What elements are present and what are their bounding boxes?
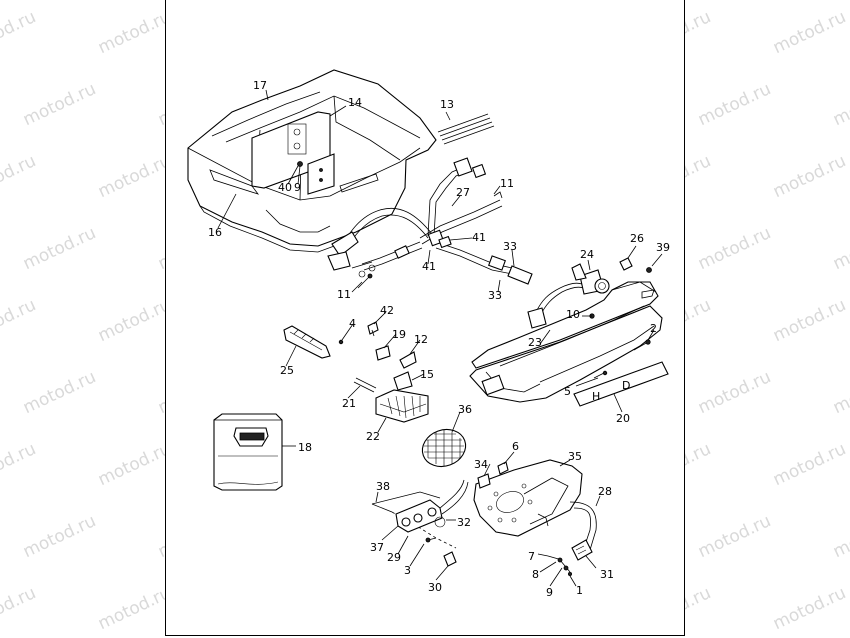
callout-9-lower: 9 bbox=[546, 586, 553, 599]
callout-12: 12 bbox=[414, 333, 428, 346]
callout-15: 15 bbox=[420, 368, 434, 381]
callout-11-upper: 11 bbox=[500, 177, 514, 190]
inner-panel-part bbox=[251, 111, 335, 195]
callout-30: 30 bbox=[428, 581, 442, 594]
callout-10: 10 bbox=[566, 308, 580, 321]
clip-12-part bbox=[399, 351, 417, 369]
callout-42: 42 bbox=[380, 304, 394, 317]
callout-32: 32 bbox=[457, 516, 471, 529]
callout-28: 28 bbox=[598, 485, 612, 498]
wiring-harness-part bbox=[327, 157, 533, 285]
screw-39-part bbox=[646, 267, 652, 273]
callout-26: 26 bbox=[630, 232, 644, 245]
callout-20: 20 bbox=[616, 412, 630, 425]
strip-21-part bbox=[353, 377, 377, 393]
callout-7: 7 bbox=[528, 550, 535, 563]
callout-41-lower: 41 bbox=[422, 260, 436, 273]
screw-5-part bbox=[593, 370, 608, 379]
callout-3: 3 bbox=[404, 564, 411, 577]
hardware-7-9-1 bbox=[547, 555, 573, 577]
switch-assembly-part bbox=[371, 479, 469, 567]
callout-14: 14 bbox=[348, 96, 362, 109]
callout-33-upper: 33 bbox=[503, 240, 517, 253]
light-harness-part bbox=[527, 263, 610, 329]
leader-lines bbox=[217, 89, 663, 587]
callout-29: 29 bbox=[387, 551, 401, 564]
callout-33-lower: 33 bbox=[488, 289, 502, 302]
callout-8: 8 bbox=[532, 568, 539, 581]
callout-labels: 17 14 13 40 9 16 27 11 41 41 33 33 24 26… bbox=[208, 79, 670, 599]
callout-2: 2 bbox=[650, 322, 657, 335]
emblem-bar-part bbox=[283, 325, 331, 359]
screw-4-part bbox=[338, 339, 344, 345]
grille-36-part bbox=[421, 428, 467, 468]
connector-31-part bbox=[571, 539, 593, 561]
callout-5: 5 bbox=[564, 385, 571, 398]
callout-6: 6 bbox=[512, 440, 519, 453]
screw-11-lower bbox=[357, 273, 373, 289]
plate-letter-d: D bbox=[622, 379, 630, 392]
callout-9-upper: 9 bbox=[294, 181, 301, 194]
plate-20-part: H D bbox=[573, 361, 669, 407]
callout-4: 4 bbox=[349, 317, 356, 330]
callout-13: 13 bbox=[440, 98, 454, 111]
callout-38: 38 bbox=[376, 480, 390, 493]
callout-27: 27 bbox=[456, 186, 470, 199]
bracket-15-part bbox=[393, 371, 413, 391]
bracket-28-part bbox=[569, 501, 597, 551]
callout-16: 16 bbox=[208, 226, 222, 239]
callout-36: 36 bbox=[458, 403, 472, 416]
callout-23: 23 bbox=[528, 336, 542, 349]
callout-41-right: 41 bbox=[472, 231, 486, 244]
bulb-26-part bbox=[619, 257, 633, 271]
callout-19: 19 bbox=[392, 328, 406, 341]
callout-18: 18 bbox=[298, 441, 312, 454]
callout-22: 22 bbox=[366, 430, 380, 443]
callout-37: 37 bbox=[370, 541, 384, 554]
callout-17: 17 bbox=[253, 79, 267, 92]
mount-plate-35-part bbox=[473, 459, 583, 537]
callout-24: 24 bbox=[580, 248, 594, 261]
weatherstrip-part bbox=[437, 113, 495, 145]
fuse-42-part bbox=[367, 321, 379, 337]
callout-25: 25 bbox=[280, 364, 294, 377]
callout-35: 35 bbox=[568, 450, 582, 463]
callout-1: 1 bbox=[576, 584, 583, 597]
light-bar-part bbox=[469, 281, 663, 403]
callout-21: 21 bbox=[342, 397, 356, 410]
clip-19-part bbox=[375, 345, 391, 361]
callout-34: 34 bbox=[474, 458, 488, 471]
screw-6-part bbox=[497, 461, 509, 475]
callout-11-lower: 11 bbox=[337, 288, 351, 301]
callout-39: 39 bbox=[656, 241, 670, 254]
liner-box-18-part bbox=[213, 413, 283, 491]
grille-22-part bbox=[375, 389, 429, 423]
callout-31: 31 bbox=[600, 568, 614, 581]
callout-40: 40 bbox=[278, 181, 292, 194]
plate-letter-h: H bbox=[592, 390, 600, 403]
